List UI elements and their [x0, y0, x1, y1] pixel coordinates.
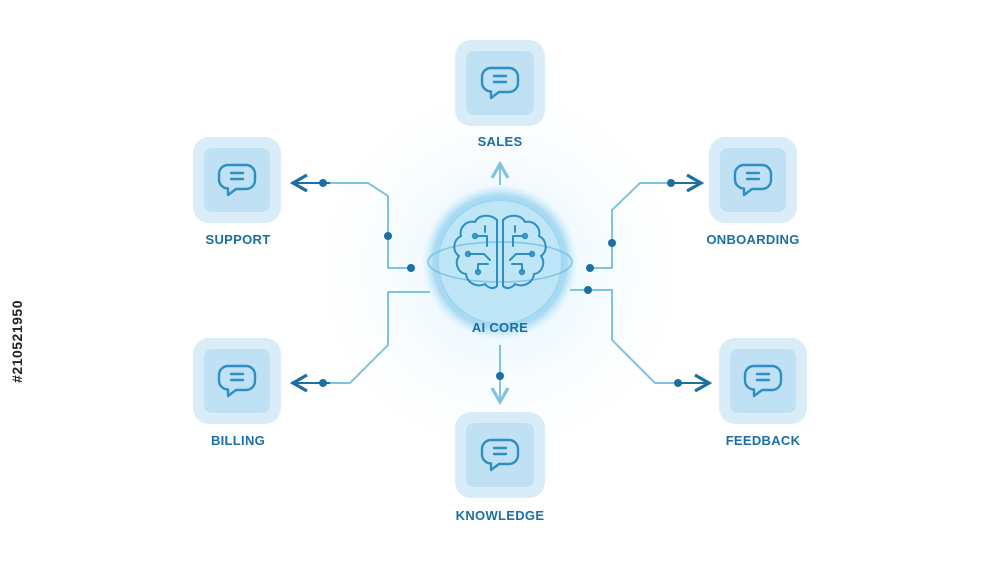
connector-support [294, 182, 412, 269]
node-sales [455, 40, 545, 126]
connector-onboarding [590, 182, 700, 269]
dot [667, 179, 675, 187]
feedback-label: FEEDBACK [725, 433, 801, 448]
node-feedback [719, 338, 807, 424]
node-support [193, 137, 281, 223]
dot [674, 379, 682, 387]
knowledge-label: KNOWLEDGE [455, 508, 545, 523]
connectors [289, 160, 713, 406]
watermark-id: #210521950 [9, 300, 25, 383]
dot [384, 232, 392, 240]
connector-feedback [570, 289, 705, 384]
support-label: SUPPORT [205, 232, 271, 247]
node-onboarding [709, 137, 797, 223]
dot [608, 239, 616, 247]
dot [584, 286, 592, 294]
connector-dots [319, 179, 682, 387]
dot [586, 264, 594, 272]
billing-label: BILLING [210, 433, 266, 448]
dot [407, 264, 415, 272]
ai-core [422, 184, 578, 340]
sales-label: SALES [477, 134, 523, 149]
onboarding-label: ONBOARDING [706, 232, 800, 247]
dot [319, 179, 327, 187]
ai-core-label: AI CORE [471, 320, 529, 335]
dot [496, 372, 504, 380]
node-billing [193, 338, 281, 424]
brain-circuit-icon [453, 214, 547, 290]
dot [319, 379, 327, 387]
connector-billing [294, 291, 430, 384]
node-knowledge [455, 412, 545, 498]
